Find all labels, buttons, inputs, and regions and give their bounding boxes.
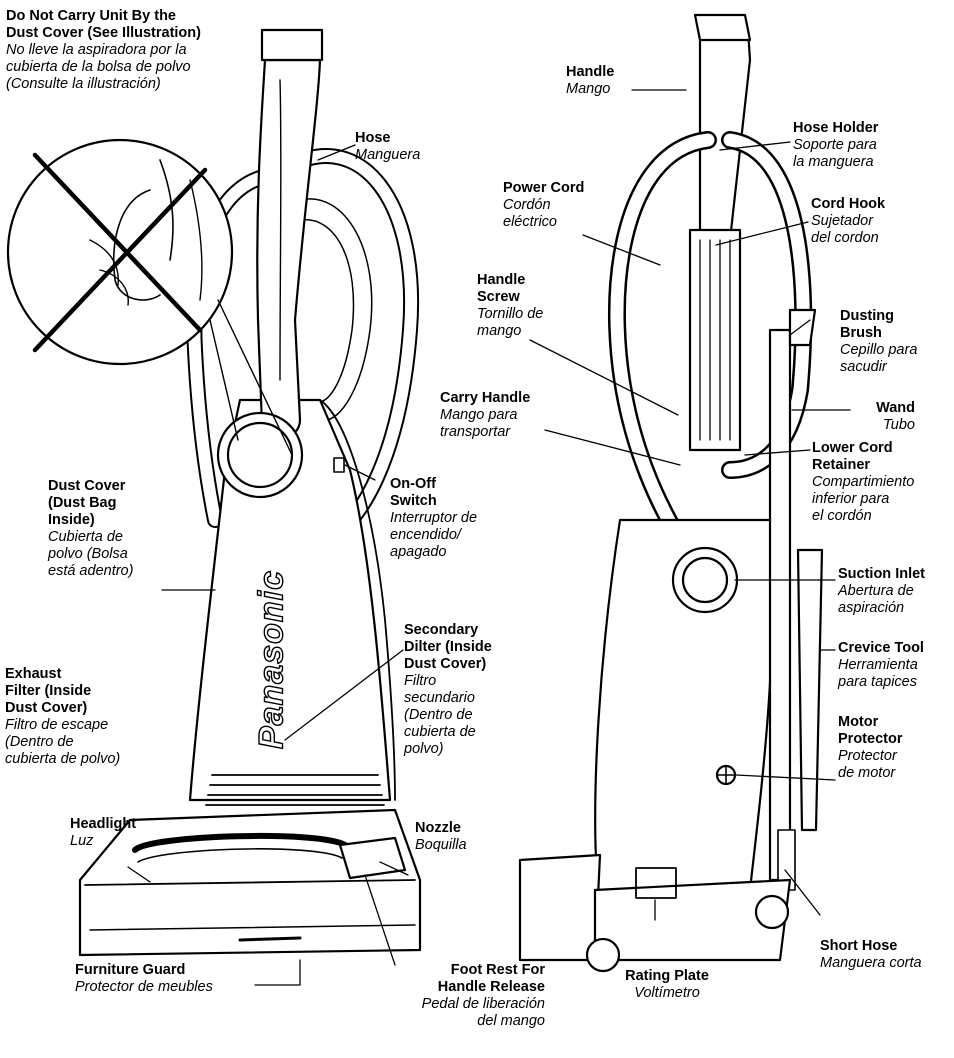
label-nozzle-en: Nozzle <box>415 820 467 837</box>
label-do-not-carry: Do Not Carry Unit By the Dust Cover (See… <box>6 8 201 93</box>
label-motor-protector-es: Protector de motor <box>838 748 902 782</box>
label-hose-holder: Hose Holder Soporte para la manguera <box>793 120 878 171</box>
label-power-cord-es: Cordón eléctrico <box>503 197 584 231</box>
label-lower-cord-retainer: Lower Cord Retainer Compartimiento infer… <box>812 440 914 525</box>
label-short-hose: Short Hose Manguera corta <box>820 938 922 972</box>
label-foot-rest-en: Foot Rest For Handle Release <box>355 962 545 996</box>
label-cord-hook: Cord Hook Sujetador del cordon <box>811 196 885 247</box>
label-crevice-tool-es: Herramienta para tapices <box>838 657 924 691</box>
label-exhaust-filter-es: Filtro de escape (Dentro de cubierta de … <box>5 717 120 768</box>
label-dusting-brush: Dusting Brush Cepillo para sacudir <box>840 308 917 376</box>
label-handle-screw-es: Tornillo de mango <box>477 306 543 340</box>
label-exhaust-filter-en: Exhaust Filter (Inside Dust Cover) <box>5 666 120 717</box>
label-foot-rest-es: Pedal de liberación del mango <box>355 996 545 1030</box>
label-on-off-switch: On-Off Switch Interruptor de encendido/ … <box>390 476 477 561</box>
label-furniture-guard-es: Protector de meubles <box>75 979 213 996</box>
label-power-cord-en: Power Cord <box>503 180 584 197</box>
label-carry-handle-es: Mango para transportar <box>440 407 530 441</box>
label-hose-holder-en: Hose Holder <box>793 120 878 137</box>
label-crevice-tool-en: Crevice Tool <box>838 640 924 657</box>
label-handle-screw: Handle Screw Tornillo de mango <box>477 272 543 340</box>
label-power-cord: Power Cord Cordón eléctrico <box>503 180 584 231</box>
label-wand-en: Wand <box>840 400 915 417</box>
label-secondary-filter: Secondary Dilter (Inside Dust Cover) Fil… <box>404 622 492 758</box>
label-dust-cover: Dust Cover (Dust Bag Inside) Cubierta de… <box>48 478 133 580</box>
label-hose-es: Manguera <box>355 147 420 164</box>
back-view-vacuum <box>520 15 822 971</box>
brand-logo: Panasonic <box>253 550 292 770</box>
label-handle: Handle Mango <box>566 64 614 98</box>
label-wand-es: Tubo <box>840 417 915 434</box>
label-headlight: Headlight Luz <box>70 816 136 850</box>
label-dust-cover-es: Cubierta de polvo (Bolsa está adentro) <box>48 529 133 580</box>
label-headlight-en: Headlight <box>70 816 136 833</box>
label-rating-plate-es: Voltímetro <box>612 985 722 1002</box>
label-nozzle: Nozzle Boquilla <box>415 820 467 854</box>
label-motor-protector-en: Motor Protector <box>838 714 902 748</box>
label-rating-plate-en: Rating Plate <box>612 968 722 985</box>
label-carry-handle-en: Carry Handle <box>440 390 530 407</box>
label-do-not-carry-en: Do Not Carry Unit By the Dust Cover (See… <box>6 8 201 42</box>
label-handle-screw-en: Handle Screw <box>477 272 543 306</box>
label-cord-hook-es: Sujetador del cordon <box>811 213 885 247</box>
label-dusting-brush-en: Dusting Brush <box>840 308 917 342</box>
label-exhaust-filter: Exhaust Filter (Inside Dust Cover) Filtr… <box>5 666 120 768</box>
label-headlight-es: Luz <box>70 833 136 850</box>
label-secondary-filter-es: Filtro secundario (Dentro de cubierta de… <box>404 673 492 758</box>
label-cord-hook-en: Cord Hook <box>811 196 885 213</box>
label-dust-cover-en: Dust Cover (Dust Bag Inside) <box>48 478 133 529</box>
label-rating-plate: Rating Plate Voltímetro <box>612 968 722 1002</box>
label-suction-inlet: Suction Inlet Abertura de aspiración <box>838 566 925 617</box>
label-hose: Hose Manguera <box>355 130 420 164</box>
label-nozzle-es: Boquilla <box>415 837 467 854</box>
label-handle-en: Handle <box>566 64 614 81</box>
label-dusting-brush-es: Cepillo para sacudir <box>840 342 917 376</box>
label-furniture-guard: Furniture Guard Protector de meubles <box>75 962 213 996</box>
label-suction-inlet-es: Abertura de aspiración <box>838 583 925 617</box>
label-secondary-filter-en: Secondary Dilter (Inside Dust Cover) <box>404 622 492 673</box>
label-suction-inlet-en: Suction Inlet <box>838 566 925 583</box>
label-do-not-carry-es: No lleve la aspiradora por la cubierta d… <box>6 42 201 93</box>
label-short-hose-en: Short Hose <box>820 938 922 955</box>
label-motor-protector: Motor Protector Protector de motor <box>838 714 902 782</box>
label-wand: Wand Tubo <box>840 400 915 434</box>
label-on-off-switch-es: Interruptor de encendido/ apagado <box>390 510 477 561</box>
label-lower-cord-retainer-en: Lower Cord Retainer <box>812 440 914 474</box>
label-lower-cord-retainer-es: Compartimiento inferior para el cordón <box>812 474 914 525</box>
label-foot-rest: Foot Rest For Handle Release Pedal de li… <box>355 962 545 1030</box>
label-handle-es: Mango <box>566 81 614 98</box>
label-hose-holder-es: Soporte para la manguera <box>793 137 878 171</box>
label-furniture-guard-en: Furniture Guard <box>75 962 213 979</box>
label-crevice-tool: Crevice Tool Herramienta para tapices <box>838 640 924 691</box>
label-hose-en: Hose <box>355 130 420 147</box>
label-carry-handle: Carry Handle Mango para transportar <box>440 390 530 441</box>
label-on-off-switch-en: On-Off Switch <box>390 476 477 510</box>
label-short-hose-es: Manguera corta <box>820 955 922 972</box>
